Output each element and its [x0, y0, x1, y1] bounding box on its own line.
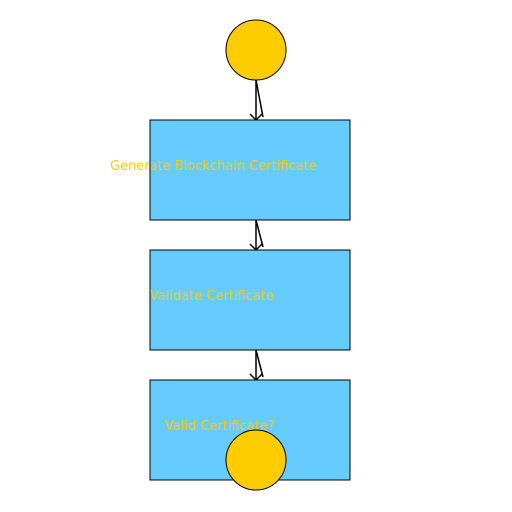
- process-label-generate: Generate Blockchain Certificate: [110, 159, 317, 174]
- edge-start-to-generate: [249, 79, 264, 122]
- edge-validate-to-decision: [249, 349, 264, 382]
- edge-generate-to-validate: [249, 219, 264, 252]
- process-node-generate[interactable]: [149, 119, 351, 221]
- process-label-validate: Validate Certificate: [150, 289, 274, 304]
- end-node[interactable]: [225, 429, 287, 491]
- start-node[interactable]: [225, 19, 287, 81]
- process-label-decision: Valid Certificate?: [165, 419, 275, 434]
- process-node-validate[interactable]: [149, 249, 351, 351]
